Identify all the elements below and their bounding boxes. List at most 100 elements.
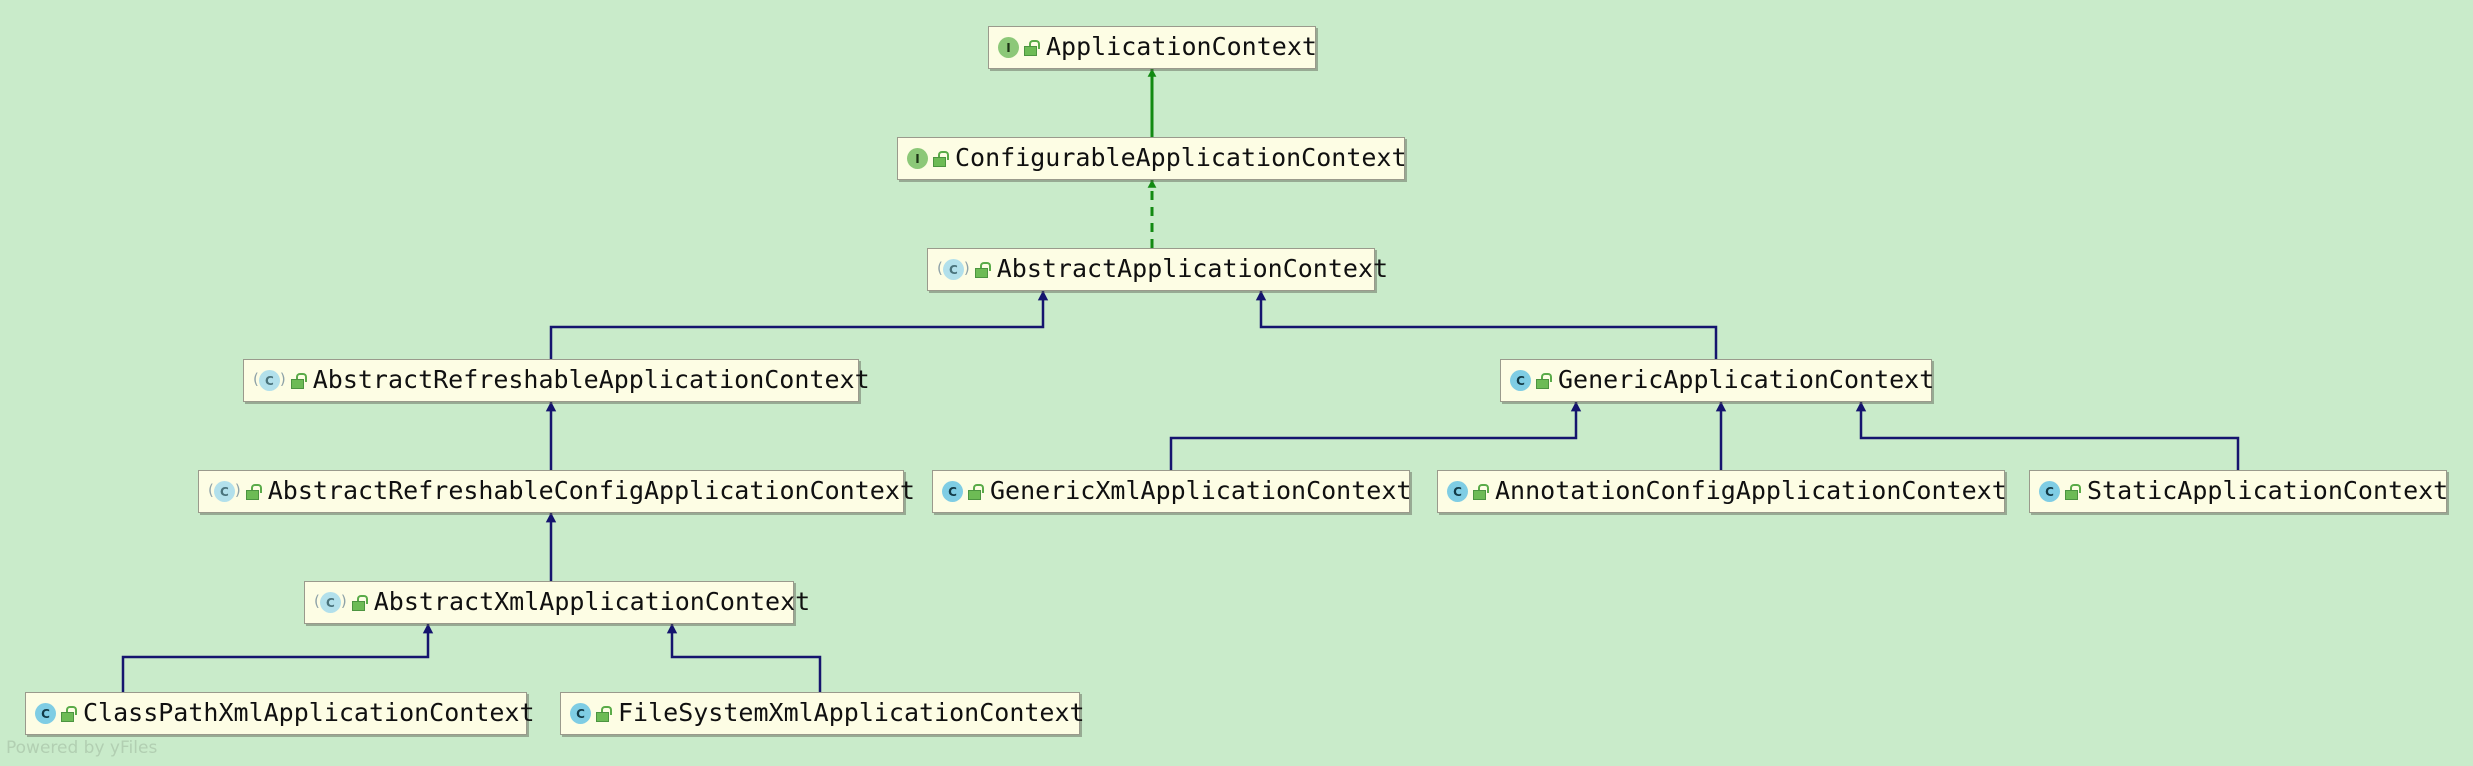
lock-shackle [973, 484, 984, 493]
lock-shackle [295, 373, 307, 382]
edge-AbstractRefreshableApplicationContext-to-AbstractApplicationContext [549, 290, 1049, 359]
class-node-label: StaticApplicationContext [2087, 476, 2449, 505]
class-node-label: AbstractApplicationContext [996, 254, 1389, 283]
node-icon-group: I [907, 148, 949, 169]
class-icon: C [2039, 481, 2060, 502]
class-node-AbstractRefreshableApplicationContext[interactable]: (C)AbstractRefreshableApplicationContext [243, 359, 870, 402]
lock-body [290, 379, 304, 389]
lock-icon [61, 706, 77, 722]
class-node-label: AnnotationConfigApplicationContext [1495, 476, 2007, 505]
lock-shackle [2070, 484, 2081, 493]
interface-icon: I [907, 148, 928, 169]
lock-icon [2065, 484, 2081, 500]
abstract-marker-right: ) [340, 592, 347, 610]
lock-shackle [1029, 40, 1040, 49]
yfiles-watermark: Powered by yFiles [6, 738, 158, 758]
lock-body [351, 601, 365, 611]
lock-shackle [66, 706, 77, 715]
class-icon: C [319, 592, 341, 613]
lock-icon [1473, 484, 1489, 500]
class-node-label: ApplicationContext [1046, 32, 1317, 61]
abstract-marker-left: ( [937, 259, 943, 277]
node-icon-group: (C) [208, 481, 262, 502]
lock-body [968, 490, 981, 500]
class-node-StaticApplicationContext[interactable]: C StaticApplicationContext [2029, 470, 2449, 513]
lock-body [933, 157, 946, 167]
class-node-label: GenericApplicationContext [1558, 365, 1935, 394]
abstract-marker-right: ) [234, 481, 241, 499]
lock-body [974, 268, 988, 278]
edges-group [121, 68, 2240, 692]
class-node-GenericApplicationContext[interactable]: C GenericApplicationContext [1500, 359, 1935, 402]
edge-FileSystemXmlApplicationContext-to-AbstractXmlApplicationContext [666, 623, 822, 692]
lock-shackle [356, 595, 368, 604]
class-node-AbstractXmlApplicationContext[interactable]: (C)AbstractXmlApplicationContext [304, 581, 810, 624]
lock-icon [596, 706, 612, 722]
node-icon-group: C [1510, 370, 1552, 391]
lock-shackle [250, 484, 262, 493]
abstract-marker-left: ( [208, 481, 214, 499]
class-node-AnnotationConfigApplicationContext[interactable]: C AnnotationConfigApplicationContext [1437, 470, 2007, 513]
edge-GenericApplicationContext-to-AbstractApplicationContext [1255, 290, 1718, 359]
class-node-ClassPathXmlApplicationContext[interactable]: C ClassPathXmlApplicationContext [25, 692, 535, 735]
class-node-label: GenericXmlApplicationContext [990, 476, 1412, 505]
class-icon: C [1447, 481, 1468, 502]
class-node-ApplicationContext[interactable]: I ApplicationContext [988, 26, 1317, 69]
abstract-marker-left: ( [314, 592, 320, 610]
node-icon-group: C [942, 481, 984, 502]
lock-icon [245, 484, 262, 500]
lock-icon [974, 262, 991, 278]
class-node-ConfigurableApplicationContext[interactable]: I ConfigurableApplicationContext [897, 137, 1407, 180]
class-icon: C [942, 481, 963, 502]
class-icon: C [1510, 370, 1531, 391]
class-icon: C [942, 259, 964, 280]
edge-ClassPathXmlApplicationContext-to-AbstractXmlApplicationContext [121, 623, 434, 692]
lock-shackle [938, 151, 949, 160]
lock-body [2065, 490, 2078, 500]
class-node-label: AbstractRefreshableConfigApplicationCont… [267, 476, 915, 505]
lock-shackle [1478, 484, 1489, 493]
lock-icon [968, 484, 984, 500]
class-node-AbstractRefreshableConfigApplicationContext[interactable]: (C)AbstractRefreshableConfigApplicationC… [198, 470, 915, 513]
node-icon-group: C [35, 703, 77, 724]
lock-body [61, 712, 74, 722]
class-node-label: ConfigurableApplicationContext [955, 143, 1407, 172]
lock-icon [1536, 373, 1552, 389]
class-node-label: FileSystemXmlApplicationContext [618, 698, 1085, 727]
class-node-label: ClassPathXmlApplicationContext [83, 698, 535, 727]
class-node-FileSystemXmlApplicationContext[interactable]: C FileSystemXmlApplicationContext [560, 692, 1085, 735]
class-node-AbstractApplicationContext[interactable]: (C)AbstractApplicationContext [927, 248, 1388, 291]
node-icon-group: I [998, 37, 1040, 58]
lock-icon [351, 595, 368, 611]
lock-shackle [601, 706, 612, 715]
node-icon-group: C [570, 703, 612, 724]
lock-body [1473, 490, 1486, 500]
lock-icon [1024, 40, 1040, 56]
lock-body [1024, 46, 1037, 56]
lock-shackle [979, 262, 991, 271]
class-icon: C [213, 481, 235, 502]
class-icon: C [570, 703, 591, 724]
node-icon-group: (C) [253, 370, 307, 391]
node-icon-group: (C) [937, 259, 991, 280]
class-icon: C [258, 370, 280, 391]
node-icon-group: (C) [314, 592, 368, 613]
abstract-marker-right: ) [279, 370, 286, 388]
lock-icon [290, 373, 307, 389]
interface-icon: I [998, 37, 1019, 58]
class-node-GenericXmlApplicationContext[interactable]: C GenericXmlApplicationContext [932, 470, 1412, 513]
abstract-marker-right: ) [963, 259, 970, 277]
node-icon-group: C [2039, 481, 2081, 502]
class-node-label: AbstractRefreshableApplicationContext [312, 365, 870, 394]
lock-shackle [1541, 373, 1552, 382]
lock-body [1536, 379, 1549, 389]
node-icon-group: C [1447, 481, 1489, 502]
abstract-marker-left: ( [253, 370, 259, 388]
lock-body [596, 712, 609, 722]
class-node-label: AbstractXmlApplicationContext [373, 587, 811, 616]
edge-StaticApplicationContext-to-GenericApplicationContext [1855, 401, 2240, 470]
lock-body [245, 490, 259, 500]
lock-icon [933, 151, 949, 167]
